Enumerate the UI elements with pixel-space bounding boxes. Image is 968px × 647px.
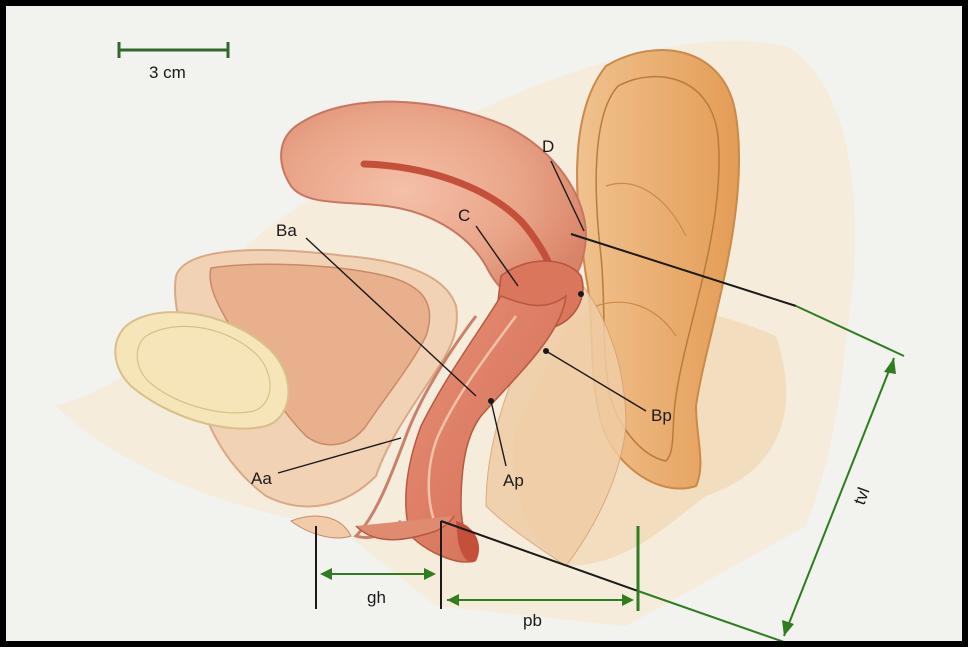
label-C: C [458,206,470,225]
scale-bar-label: 3 cm [149,63,186,82]
pelvic-anatomy-diagram: 3 cm D C Ba Bp Aa Ap tvl gh [6,6,968,647]
point-Bp-marker [543,348,549,354]
point-Ap-marker [488,398,494,404]
label-Aa: Aa [251,469,272,488]
label-Ap: Ap [503,471,524,490]
label-Ba: Ba [276,221,297,240]
label-tvl: tvl [850,485,874,507]
label-Bp: Bp [651,406,672,425]
label-pb: pb [523,611,542,630]
label-gh: gh [367,588,386,607]
point-D-marker [578,291,584,297]
label-D: D [542,137,554,156]
scale-bar: 3 cm [119,42,228,82]
